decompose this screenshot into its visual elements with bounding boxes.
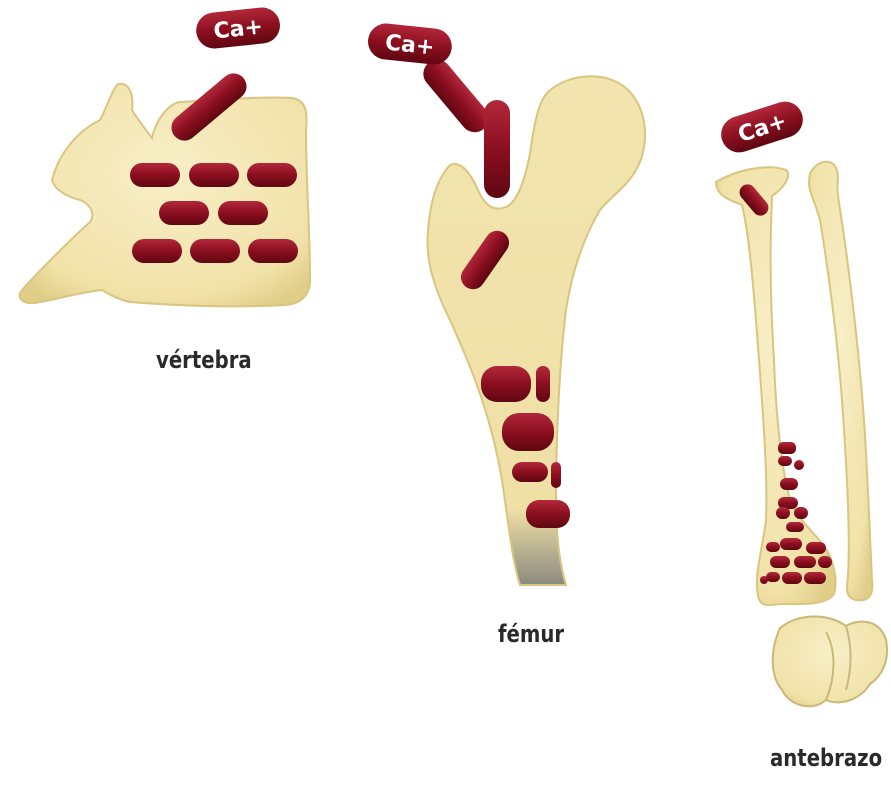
ca-ion-label: Ca+ [384,30,436,60]
forearm-bones [716,162,887,707]
ca-ion-label: Ca+ [212,14,264,44]
label-antebrazo: antebrazo [770,744,882,772]
label-vertebra: vértebra [156,346,252,374]
ca-ion-vertebra: Ca+ [194,6,281,51]
ca-ion-forearm: Ca+ [716,97,807,157]
ca-ion-femur: Ca+ [366,22,453,67]
vertebra-bone [20,84,310,307]
label-femur: fémur [498,620,564,648]
